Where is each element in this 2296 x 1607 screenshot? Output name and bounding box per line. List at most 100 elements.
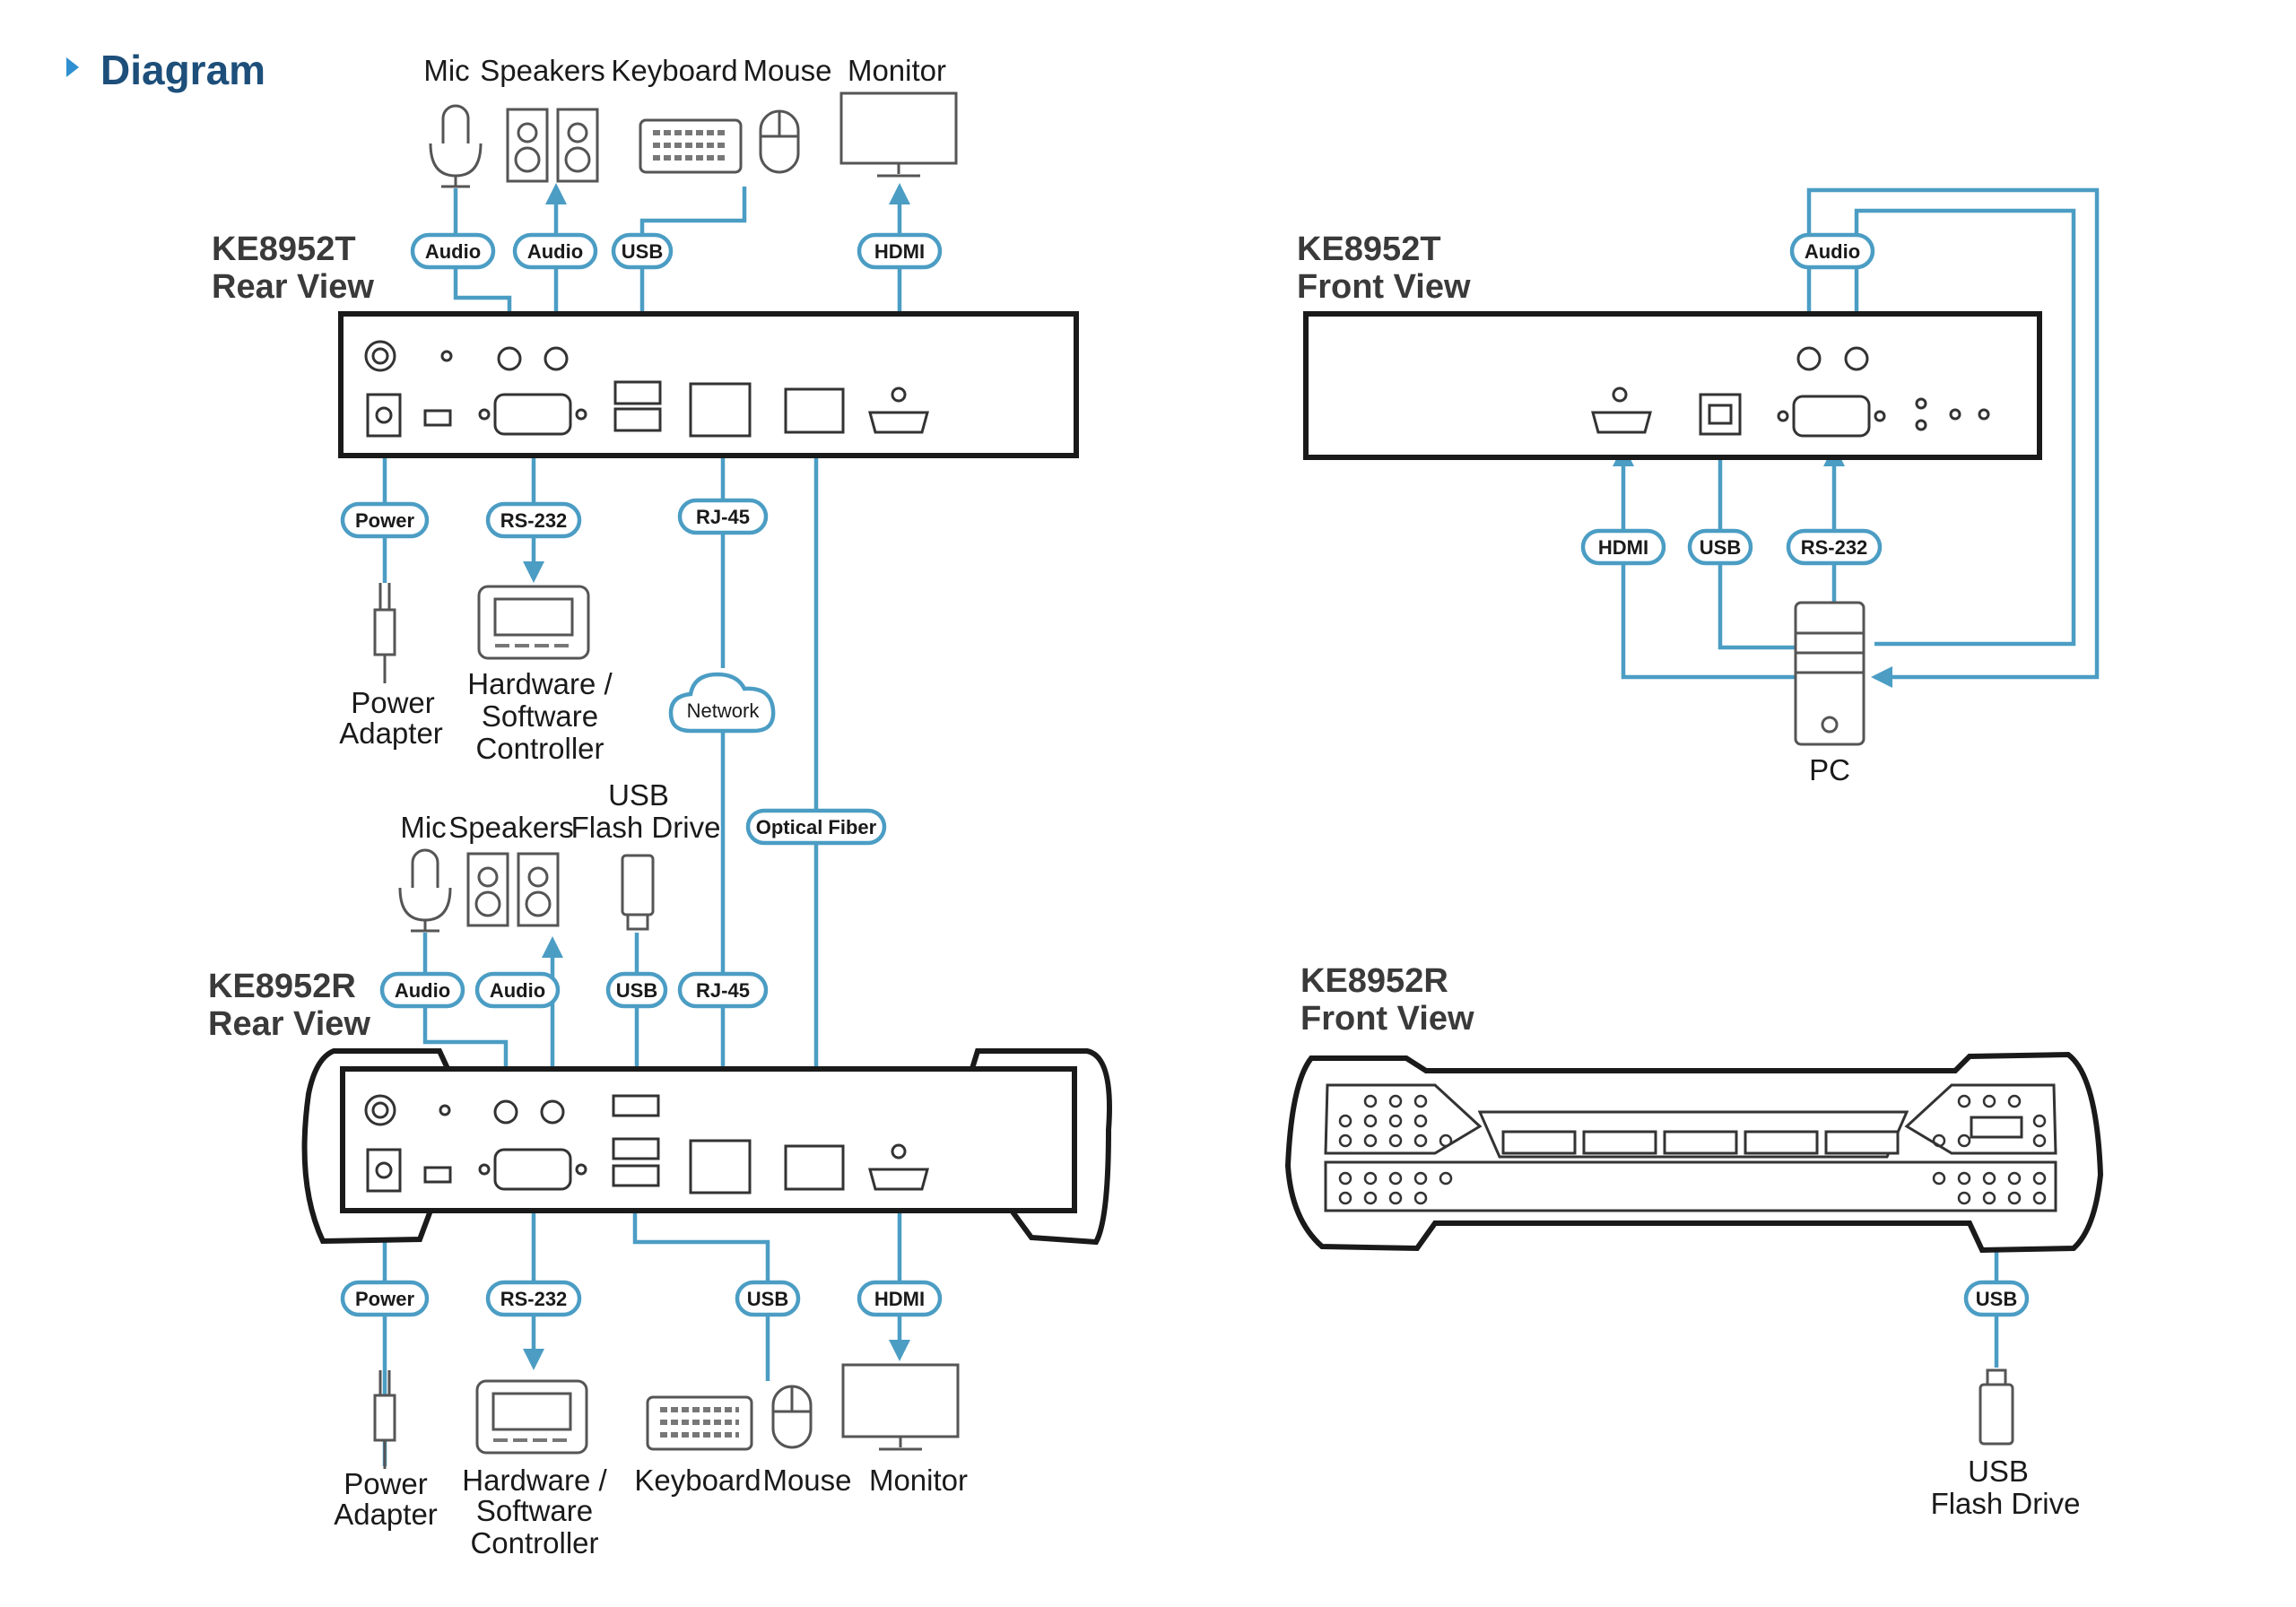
rx-flash-label-2: Flash Drive bbox=[571, 811, 721, 844]
pill-rx-usb-top: USB bbox=[605, 971, 668, 1009]
tx-front-title-view: Front View bbox=[1297, 268, 1471, 306]
tx-monitor-label: Monitor bbox=[848, 54, 946, 87]
pill-txf-usb: USB bbox=[1687, 528, 1753, 566]
pill-tx-rs232: RS-232 bbox=[485, 501, 582, 539]
svg-text:RJ-45: RJ-45 bbox=[696, 979, 750, 1002]
pc-label: PC bbox=[1809, 753, 1850, 786]
pill-rxf-usb: USB bbox=[1963, 1280, 2030, 1317]
txf-rs232-port-icon bbox=[1792, 395, 1871, 438]
tx-keyboard-icon bbox=[639, 118, 743, 174]
connection-pills: Audio Audio USB HDMI Power RS-232 RJ-45 … bbox=[340, 232, 2030, 1317]
tx-rear-title-model: KE8952T bbox=[212, 230, 356, 268]
rx-usb-port-2-icon bbox=[612, 1137, 660, 1160]
rx-mic-icon bbox=[398, 848, 452, 933]
rx-power-label-2: Adapter bbox=[334, 1498, 438, 1531]
svg-text:Audio: Audio bbox=[490, 979, 545, 1002]
rx-rs232-port-icon bbox=[493, 1148, 572, 1191]
front-flash-label-1: USB bbox=[1968, 1455, 2029, 1488]
rx-power-jack-icon bbox=[366, 1148, 402, 1193]
txf-audio-out-jack-icon bbox=[1844, 346, 1869, 371]
rs232-port-icon bbox=[493, 393, 572, 436]
tx-front-chassis bbox=[1303, 311, 2042, 460]
tx-mic-icon bbox=[429, 104, 483, 188]
rx-keyboard-icon bbox=[646, 1395, 753, 1451]
pill-rx-power: Power bbox=[340, 1280, 430, 1317]
rx-front-vent-holes bbox=[1338, 1094, 2047, 1205]
svg-text:HDMI: HDMI bbox=[1598, 536, 1648, 559]
arrow-tx-controller-icon bbox=[523, 561, 544, 583]
rx-mic-label: Mic bbox=[400, 811, 446, 844]
arrow-rx-speakers-icon bbox=[542, 936, 563, 958]
rxf-usb-port-icon bbox=[1970, 1116, 2023, 1139]
rx-usb-port-1-icon bbox=[612, 1094, 660, 1117]
txf-usb-b-port-icon bbox=[1699, 393, 1742, 436]
pill-txf-audio: Audio bbox=[1789, 232, 1875, 270]
rx-speakers-label: Speakers bbox=[448, 811, 573, 844]
rx-rj45-port-icon bbox=[689, 1139, 752, 1194]
pill-rx-hdmi: HDMI bbox=[857, 1280, 943, 1317]
front-flash-label-2: Flash Drive bbox=[1931, 1487, 2081, 1520]
pill-tx-audio-out: Audio bbox=[512, 232, 598, 270]
network-cloud-icon bbox=[668, 672, 776, 734]
usb-port-1-icon bbox=[613, 380, 662, 405]
rx-fiber-port-icon bbox=[784, 1144, 845, 1191]
pill-rx-usb-bottom: USB bbox=[735, 1280, 801, 1317]
hdmi-port-icon bbox=[868, 411, 929, 434]
rx-rear-panel bbox=[301, 1048, 1112, 1246]
network-label: Network bbox=[687, 699, 761, 722]
txf-hdmi-port-icon bbox=[1591, 411, 1652, 434]
svg-text:HDMI: HDMI bbox=[874, 1288, 925, 1310]
tx-front-title-model: KE8952T bbox=[1297, 230, 1441, 268]
rx-mouse-label: Mouse bbox=[762, 1464, 851, 1497]
rx-monitor-icon bbox=[841, 1363, 960, 1451]
page-heading: Diagram bbox=[100, 47, 265, 93]
rx-audio-in-jack-icon bbox=[493, 1099, 518, 1125]
rx-audio-out-jack-icon bbox=[540, 1099, 565, 1125]
tx-power-adapter-icon bbox=[373, 583, 396, 683]
svg-text:Audio: Audio bbox=[425, 240, 481, 263]
tx-rear-panel bbox=[338, 311, 1079, 458]
rx-power-label-1: Power bbox=[344, 1467, 428, 1500]
tx-mouse-icon bbox=[759, 109, 800, 174]
tx-speakers-icon bbox=[506, 108, 599, 183]
rx-flash-drive-icon bbox=[621, 854, 655, 931]
arrow-tx-monitor-icon bbox=[889, 183, 910, 204]
svg-text:RS-232: RS-232 bbox=[1801, 536, 1868, 559]
arrow-rx-controller-icon bbox=[523, 1349, 544, 1370]
pill-tx-audio-in: Audio bbox=[410, 232, 496, 270]
pill-rx-audio-out: Audio bbox=[474, 971, 561, 1009]
txf-audio-in-jack-icon bbox=[1796, 346, 1822, 371]
svg-text:USB: USB bbox=[616, 979, 657, 1002]
svg-text:RS-232: RS-232 bbox=[500, 509, 568, 532]
pill-tx-hdmi: HDMI bbox=[857, 232, 943, 270]
rx-front-title-view: Front View bbox=[1300, 1000, 1474, 1038]
usb-port-2-icon bbox=[613, 407, 662, 432]
front-flash-drive-icon bbox=[1979, 1368, 2014, 1446]
rx-controller-icon bbox=[475, 1379, 588, 1455]
svg-text:HDMI: HDMI bbox=[874, 240, 925, 263]
rx-speakers-icon bbox=[466, 852, 560, 927]
rx-controller-label-2: Software bbox=[476, 1494, 593, 1527]
pill-txf-hdmi: HDMI bbox=[1580, 528, 1666, 566]
dip-switch-icon bbox=[423, 409, 452, 427]
tx-speakers-label: Speakers bbox=[480, 54, 604, 87]
tx-rear-title-view: Rear View bbox=[212, 268, 374, 306]
rx-front-panel bbox=[1284, 1051, 2104, 1254]
tx-power-label-1: Power bbox=[351, 686, 435, 719]
tx-controller-label-2: Software bbox=[482, 699, 598, 733]
tx-front-panel bbox=[1303, 311, 2042, 460]
led-icon bbox=[440, 350, 453, 362]
pill-rx-audio-in: Audio bbox=[379, 971, 465, 1009]
arrow-tx-speakers-icon bbox=[545, 183, 567, 204]
svg-text:USB: USB bbox=[1976, 1288, 2017, 1310]
pc-tower-icon bbox=[1794, 601, 1866, 746]
rx-monitor-label: Monitor bbox=[869, 1464, 968, 1497]
rj45-port-icon bbox=[689, 382, 752, 438]
rx-power-adapter-icon bbox=[373, 1370, 396, 1469]
arrow-txf-audio-pc-icon bbox=[1871, 666, 1892, 688]
svg-text:USB: USB bbox=[1700, 536, 1741, 559]
wire-tx-keyboard-mouse bbox=[639, 187, 747, 377]
svg-text:RS-232: RS-232 bbox=[500, 1288, 568, 1310]
